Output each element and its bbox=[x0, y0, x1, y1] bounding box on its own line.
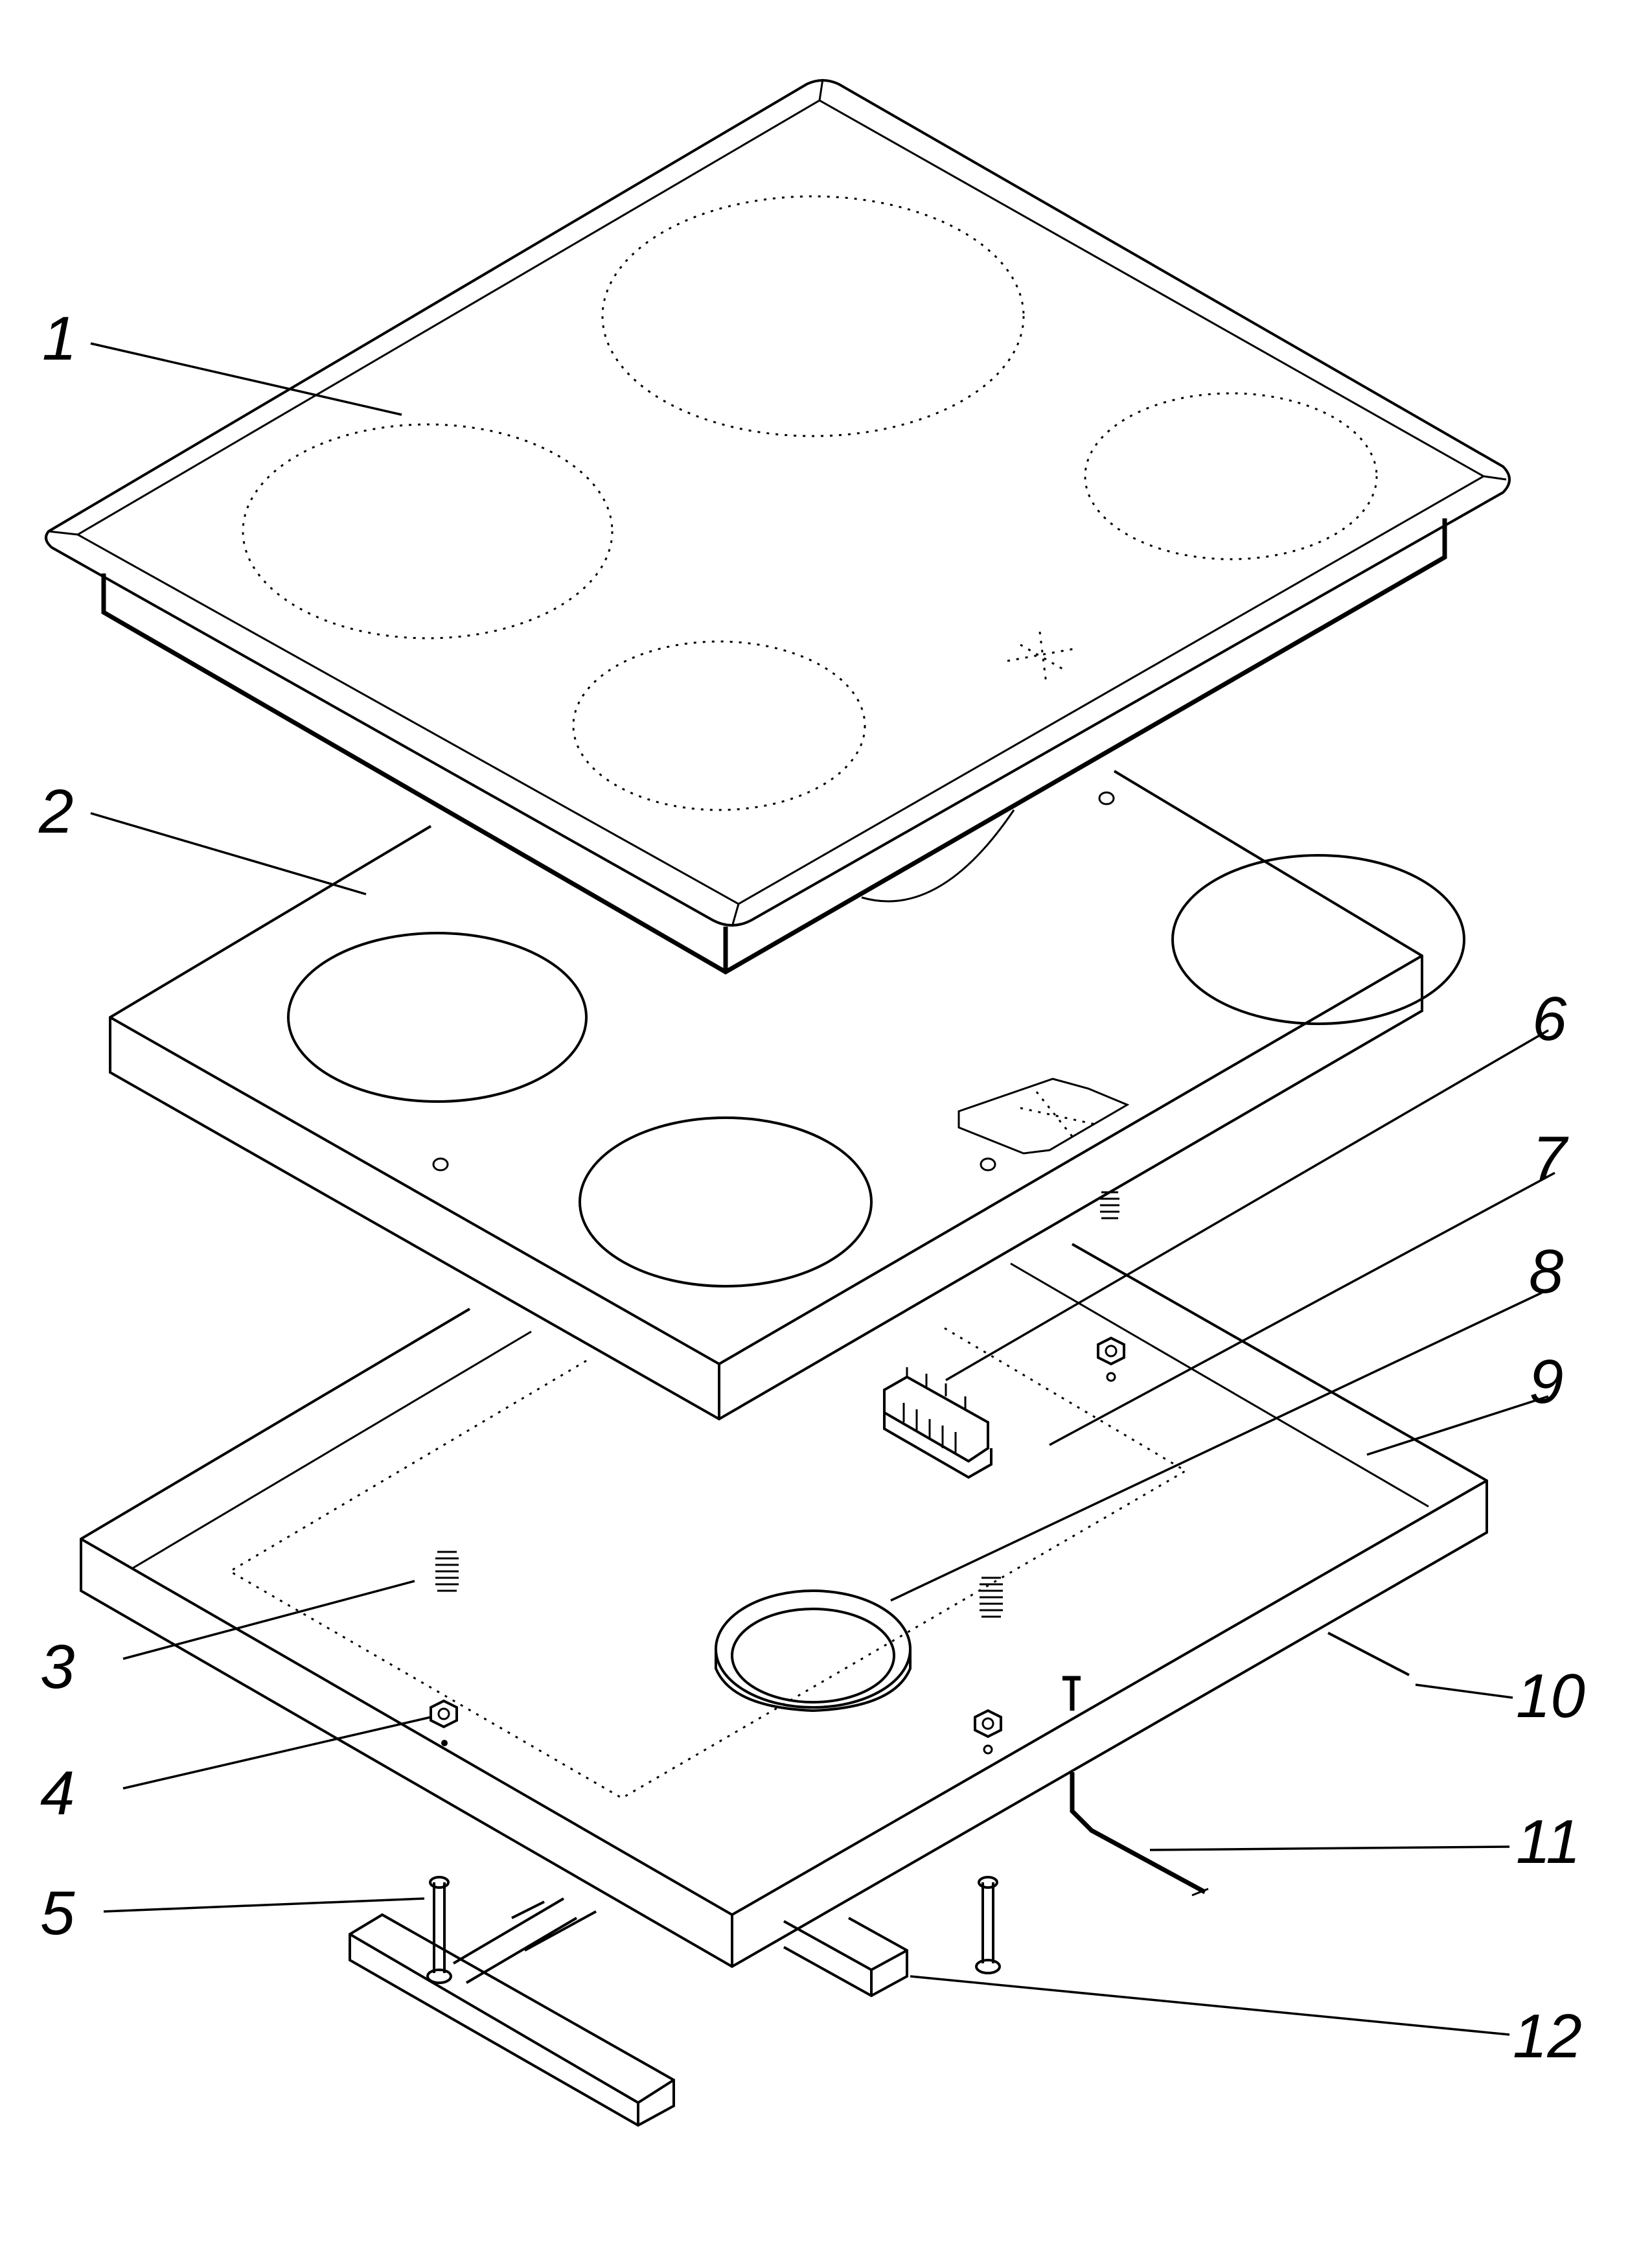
callout-3: 3 bbox=[40, 1632, 75, 1702]
callout-2: 2 bbox=[38, 777, 73, 846]
part-base-tray bbox=[80, 1191, 1488, 1969]
callout-11: 11 bbox=[1516, 1807, 1581, 1877]
nut bbox=[974, 1709, 1002, 1755]
callout-6: 6 bbox=[1532, 984, 1567, 1054]
nut bbox=[1097, 1336, 1125, 1382]
gasket-ring bbox=[715, 1589, 912, 1713]
callout-1: 1 bbox=[42, 304, 76, 373]
callout-9: 9 bbox=[1529, 1347, 1563, 1416]
part-mounting-brackets bbox=[349, 1897, 908, 2127]
leader-lines bbox=[90, 342, 1555, 2036]
callout-10: 10 bbox=[1516, 1661, 1585, 1731]
callout-labels: 1 2 3 4 5 6 7 8 9 10 11 12 bbox=[38, 304, 1585, 2071]
part-glass-cooktop bbox=[45, 78, 1511, 975]
callout-12: 12 bbox=[1513, 2002, 1582, 2071]
screw bbox=[975, 1876, 1001, 1974]
callout-4: 4 bbox=[40, 1759, 75, 1828]
callout-8: 8 bbox=[1529, 1237, 1563, 1306]
part-insulation-block bbox=[109, 770, 1465, 1421]
callout-7: 7 bbox=[1532, 1124, 1569, 1193]
terminal-block bbox=[883, 1367, 992, 1479]
screw bbox=[426, 1876, 452, 1984]
nut bbox=[430, 1699, 458, 1746]
callout-5: 5 bbox=[40, 1878, 75, 1948]
